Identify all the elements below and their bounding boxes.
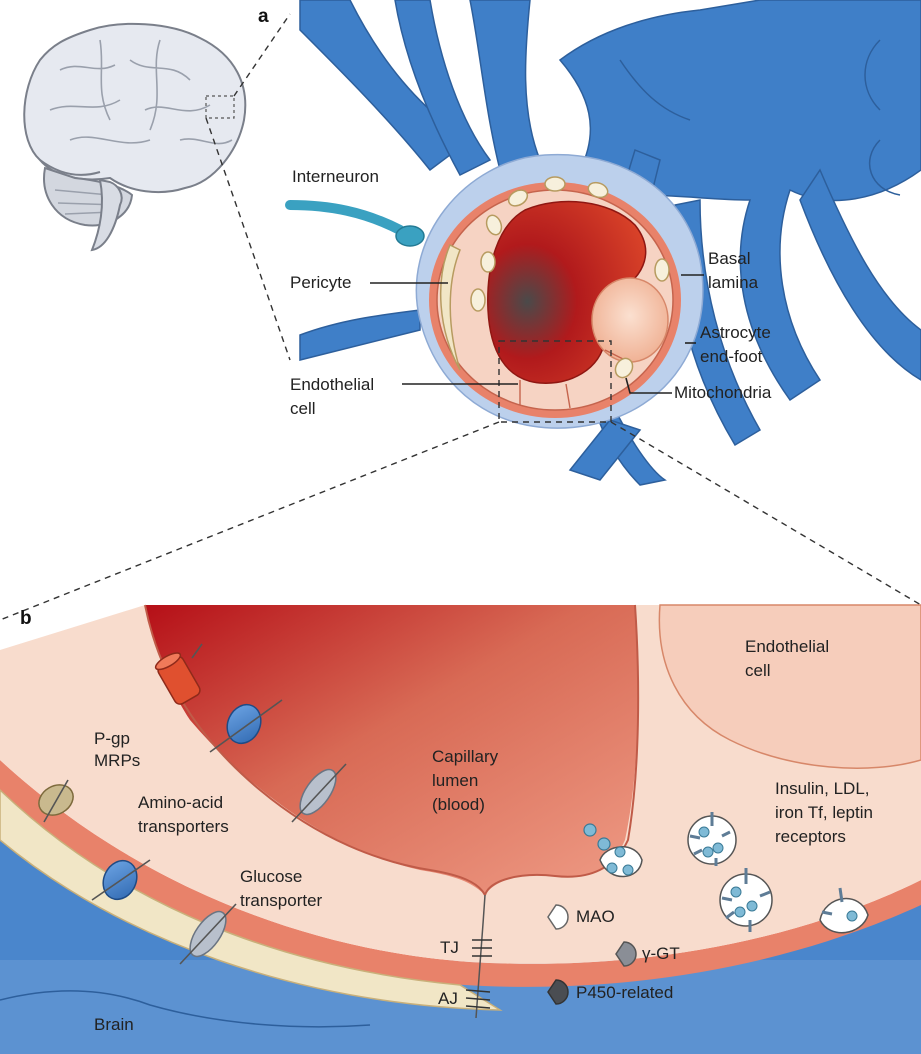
receptors-label-line1: Insulin, LDL,: [775, 779, 870, 798]
interneuron-label: Interneuron: [292, 167, 379, 186]
mao-label: MAO: [576, 907, 615, 926]
endothelial-cell-b-line2: cell: [745, 661, 771, 680]
panel-b-label: b: [20, 608, 32, 629]
amino-acid-label-line2: transporters: [138, 817, 229, 836]
zoom-line-left: [0, 422, 499, 620]
receptors-label-line2: iron Tf, leptin: [775, 803, 873, 822]
astrocyte-label-line2: end-foot: [700, 347, 763, 366]
interneuron: [290, 205, 424, 246]
endothelial-nucleus-a: [592, 278, 668, 362]
lumen-label-line2: lumen: [432, 771, 478, 790]
pgp-label-line2: MRPs: [94, 751, 140, 770]
brain-illustration: [24, 24, 245, 250]
amino-acid-label-line1: Amino-acid: [138, 793, 223, 812]
tj-label: TJ: [440, 938, 459, 957]
lumen-label-line1: Capillary: [432, 747, 499, 766]
pericyte-label: Pericyte: [290, 273, 351, 292]
endothelial-cell-b-line1: Endothelial: [745, 637, 829, 656]
receptors-label-line3: receptors: [775, 827, 846, 846]
endothelial-label-line1: Endothelial: [290, 375, 374, 394]
ggt-label: γ-GT: [642, 944, 680, 963]
basal-lamina-label-line1: Basal: [708, 249, 751, 268]
basal-lamina-label-line2: lamina: [708, 273, 759, 292]
aj-label: AJ: [438, 989, 458, 1008]
glucose-label-line2: transporter: [240, 891, 323, 910]
pgp-label-line1: P-gp: [94, 729, 130, 748]
lumen-label-line3: (blood): [432, 795, 485, 814]
glucose-label-line1: Glucose: [240, 867, 302, 886]
panel-a-label: a: [258, 6, 269, 27]
endothelial-label-line2: cell: [290, 399, 316, 418]
p450-label: P450-related: [576, 983, 673, 1002]
zoom-line-lower: [206, 118, 290, 360]
zoom-line-right: [611, 422, 921, 605]
mitochondria-label: Mitochondria: [674, 383, 772, 402]
astrocyte-label-line1: Astrocyte: [700, 323, 771, 342]
brain-label: Brain: [94, 1015, 134, 1034]
